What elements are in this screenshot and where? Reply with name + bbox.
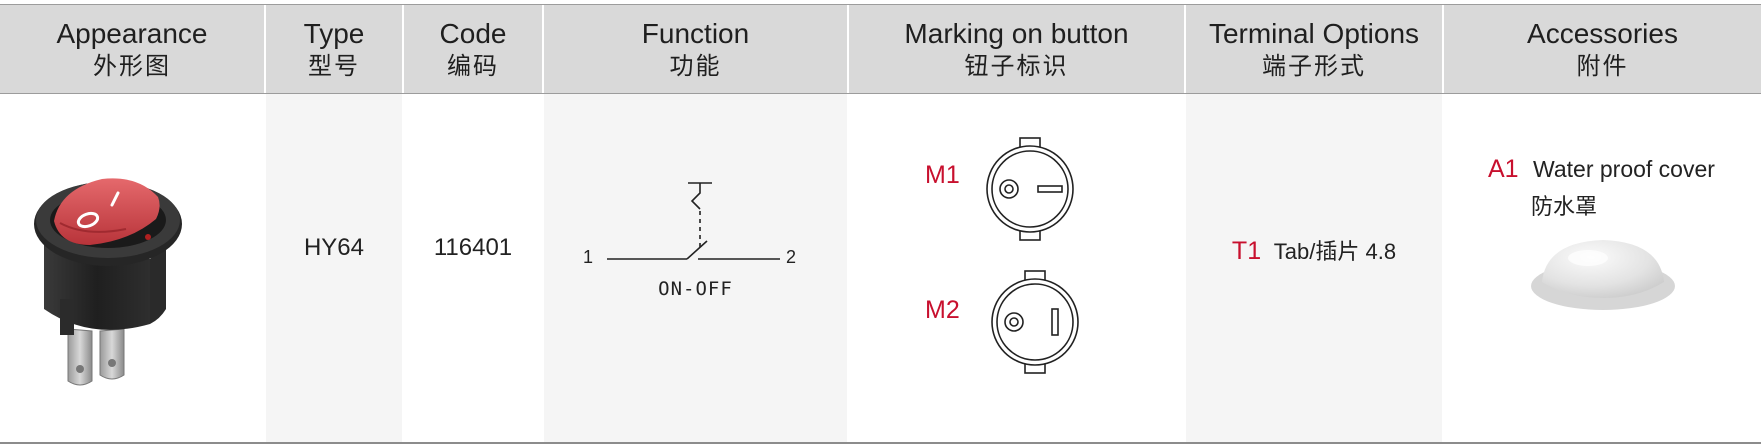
header-type: Type 型号	[266, 5, 402, 93]
header-divider	[402, 5, 404, 93]
type-value: HY64	[303, 234, 365, 261]
header-appearance: Appearance 外形图	[0, 5, 264, 93]
marking-m2-code: M2	[925, 296, 960, 324]
terminal-option: T1 Tab/插片 4.8	[1186, 234, 1442, 266]
header-terminal-zh: 端子形式	[1262, 52, 1366, 80]
marking-m1-code: M1	[925, 161, 960, 189]
header-accessories: Accessories 附件	[1444, 5, 1761, 93]
header-appearance-zh: 外形图	[93, 52, 171, 80]
rocker-switch-image	[34, 178, 182, 386]
switch-circuit-symbol	[607, 182, 780, 260]
table-row: HY64 116401 1 2 ON-OFF M1 M2	[0, 94, 1761, 444]
header-code-en: Code	[439, 18, 507, 49]
header-accessories-zh: 附件	[1576, 52, 1629, 80]
terminal-code: T1	[1231, 237, 1262, 265]
header-terminal: Terminal Options 端子形式	[1186, 5, 1442, 93]
header-terminal-en: Terminal Options	[1208, 18, 1420, 49]
header-function-zh: 功能	[669, 52, 722, 80]
header-type-en: Type	[303, 18, 365, 49]
header-divider	[542, 5, 544, 93]
m1-button-marking-icon	[986, 137, 1074, 241]
header-marking-en: Marking on button	[904, 18, 1129, 49]
accessory-label-en: Water proof cover	[1532, 156, 1715, 182]
header-divider	[1184, 5, 1186, 93]
product-spec-table: Appearance 外形图 Type 型号 Code 编码 Function …	[0, 4, 1761, 444]
header-marking-zh: 钮子标识	[964, 52, 1069, 80]
header-function-en: Function	[641, 18, 750, 49]
header-appearance-en: Appearance	[56, 18, 208, 49]
type-cell-bg	[266, 94, 402, 444]
table-bottom-border	[0, 442, 1761, 444]
header-divider	[264, 5, 266, 93]
pin-1-label: 1	[583, 247, 594, 267]
accessory-code: A1	[1488, 155, 1519, 183]
header-marking: Marking on button 钮子标识	[849, 5, 1184, 93]
code-value: 116401	[433, 234, 513, 261]
header-code: Code 编码	[404, 5, 542, 93]
header-accessories-en: Accessories	[1527, 18, 1678, 49]
accessory-label-zh: 防水罩	[1531, 195, 1598, 220]
terminal-cell-bg	[1186, 94, 1442, 444]
header-type-zh: 型号	[308, 52, 360, 80]
header-divider	[1442, 5, 1444, 93]
header-function: Function 功能	[544, 5, 847, 93]
header-divider	[847, 5, 849, 93]
header-code-zh: 编码	[447, 52, 499, 80]
header-row: Appearance 外形图 Type 型号 Code 编码 Function …	[0, 4, 1761, 94]
function-cell-bg	[544, 94, 847, 444]
accessory-title: A1 Water proof cover	[1488, 154, 1715, 184]
terminal-label: Tab/插片 4.8	[1273, 239, 1397, 264]
pin-2-label: 2	[786, 247, 797, 267]
m2-button-marking-icon	[991, 270, 1079, 374]
function-label: ON-OFF	[658, 278, 733, 300]
waterproof-cover-image	[1531, 240, 1675, 310]
